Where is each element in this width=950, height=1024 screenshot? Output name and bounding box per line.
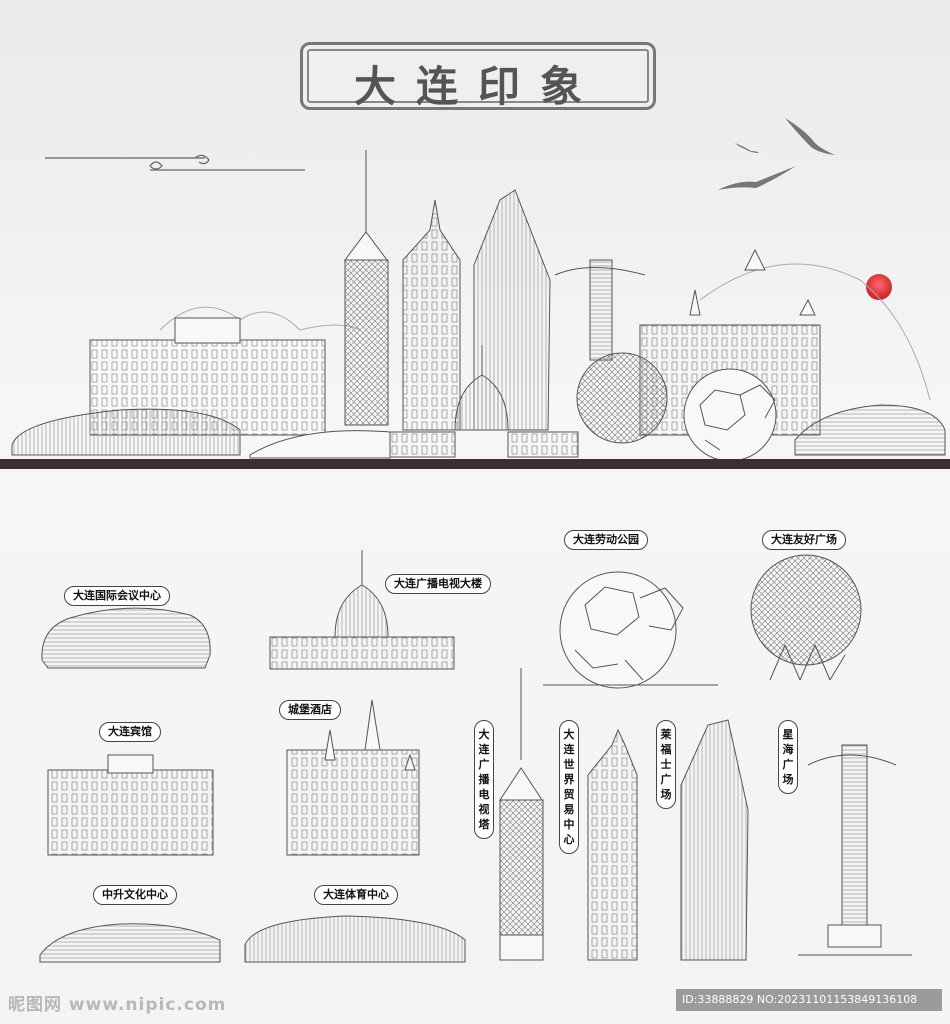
ground-line	[0, 459, 950, 469]
friendship-square-drawing	[750, 554, 862, 681]
label-xinghai-square: 星海广场	[778, 720, 798, 794]
tv-tower-drawing	[499, 668, 544, 961]
site-watermark: 昵图网 www.nipic.com	[8, 995, 227, 1015]
label-sports-center: 大连体育中心	[314, 885, 398, 905]
label-labor-park: 大连劳动公园	[564, 530, 648, 550]
guest-house-drawing	[47, 754, 214, 856]
label-conference-center: 大连国际会议中心	[64, 586, 170, 606]
label-raffles-square: 莱福士广场	[656, 720, 676, 809]
label-guest-house: 大连宾馆	[99, 722, 161, 742]
label-friendship-square: 大连友好广场	[762, 530, 846, 550]
label-tv-tower: 大连广播电视塔	[474, 720, 494, 839]
label-castle-hotel: 城堡酒店	[279, 700, 341, 720]
birds	[718, 118, 835, 190]
label-tv-building: 大连广播电视大楼	[385, 574, 491, 594]
title-plate: 大连印象	[300, 42, 656, 111]
world-trade-drawing	[587, 728, 638, 961]
landmark-icons	[39, 550, 912, 963]
xinghai-column-drawing	[798, 744, 912, 956]
label-zhongsheng-culture: 中升文化中心	[93, 885, 177, 905]
labor-park-drawing	[543, 571, 718, 689]
sports-center-drawing	[244, 915, 466, 963]
cloud-ornament	[45, 154, 305, 171]
id-watermark: ID:33888829 NO:20231101153849136108	[676, 989, 942, 1011]
castle-hotel-drawing	[286, 699, 420, 856]
skyline-buildings	[11, 150, 946, 462]
red-sun	[866, 274, 892, 300]
label-world-trade: 大连世界贸易中心	[559, 720, 579, 854]
page-title: 大连印象	[353, 62, 602, 111]
background-hills	[159, 263, 931, 401]
raffles-drawing	[680, 719, 749, 961]
zhongsheng-culture-drawing	[39, 923, 221, 963]
conference-center-drawing	[41, 607, 211, 669]
tv-building-drawing	[269, 636, 455, 670]
